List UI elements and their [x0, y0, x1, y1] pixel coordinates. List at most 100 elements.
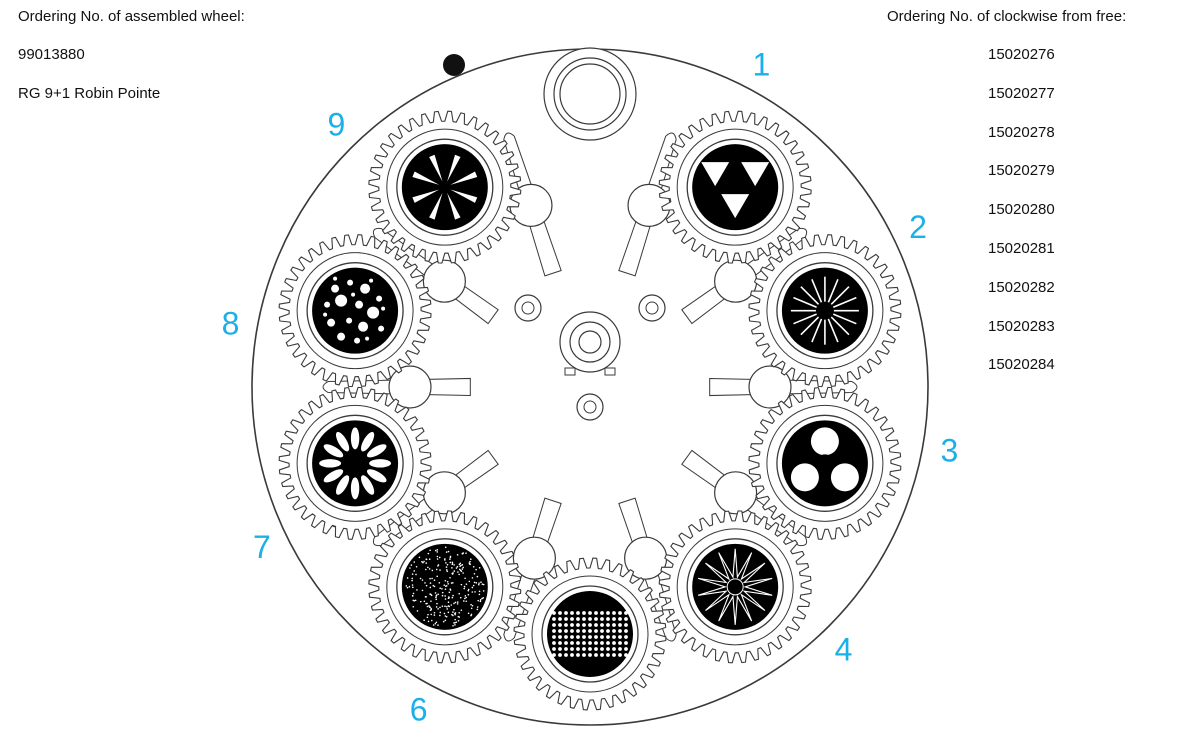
speckle-dot: [456, 601, 459, 603]
petal-shape: [323, 469, 344, 483]
speckle-dot: [470, 558, 472, 561]
gobo-slot-3: [748, 386, 902, 540]
grid-dot: [618, 653, 622, 657]
grid-dot: [576, 623, 580, 627]
grid-dot: [552, 635, 556, 639]
starburst-lines-icon: [790, 276, 859, 345]
grid-dot: [588, 635, 592, 639]
speckle-dot: [429, 582, 432, 584]
speckle-dot: [423, 619, 425, 622]
speckle-dot: [479, 599, 482, 601]
speckle-dot: [458, 616, 461, 618]
speckle-dot: [479, 600, 482, 603]
grid-dot: [582, 629, 586, 633]
petal-shape: [366, 469, 387, 483]
speckle-dot: [406, 577, 409, 579]
speckle-dot: [424, 568, 427, 571]
speckle-dot: [442, 620, 445, 623]
mounting-screw-hole: [645, 301, 659, 315]
star-core: [726, 578, 744, 596]
gobo-slot-1: [658, 110, 812, 264]
bubble-dot: [327, 318, 336, 327]
wedge-shape: [429, 154, 443, 182]
bubble-dot: [367, 306, 380, 319]
wedges-icon: [412, 154, 478, 220]
speckle-dot: [418, 556, 421, 559]
speckle-dot: [411, 577, 414, 580]
wedge-shape: [447, 192, 461, 220]
grid-dot: [570, 629, 574, 633]
bubbles-icon: [323, 276, 386, 344]
speckle-dot: [473, 581, 476, 584]
ray-line: [811, 318, 823, 343]
speckle-dot: [470, 613, 473, 616]
triangle-shape: [701, 162, 730, 187]
speckle-dot: [415, 573, 417, 576]
bubble-dot: [369, 278, 374, 283]
gear-inner-ring: [296, 252, 414, 370]
grid-dot: [552, 653, 556, 657]
grid-dot: [618, 647, 622, 651]
speckle-dot: [436, 555, 439, 558]
gobo-slot-8: [278, 234, 432, 388]
hub-tab-right: [604, 367, 616, 376]
speckle-dot: [411, 579, 413, 582]
speckle-dot: [408, 585, 411, 588]
speckle-dot: [456, 554, 459, 556]
grid-dot: [600, 629, 604, 633]
roller: [512, 536, 556, 580]
speckle-dot: [455, 621, 458, 623]
speckle-dot: [472, 566, 475, 568]
speckle-dot: [424, 582, 426, 584]
speckle-dot: [453, 622, 455, 624]
grid-dot: [600, 635, 604, 639]
speckle-dot: [482, 583, 485, 586]
speckle-dot: [415, 565, 418, 568]
grid-dot: [618, 611, 622, 615]
speckle-dot: [459, 596, 462, 599]
grid-dot: [588, 641, 592, 645]
assembled-wheel-heading: Ordering No. of assembled wheel:: [18, 8, 245, 25]
grid-dot: [558, 647, 562, 651]
slot-label-9: 9: [328, 106, 346, 142]
speckle-dot: [476, 575, 479, 578]
bubble-dot: [337, 332, 346, 341]
speckle-dot: [410, 564, 413, 566]
speckle-dot: [412, 605, 415, 608]
star-outline: [697, 548, 773, 625]
grid-dot: [570, 617, 574, 621]
speckle-dot: [449, 589, 452, 591]
speckle-dot: [435, 596, 437, 599]
speckle-dot: [441, 605, 444, 608]
gobo-slot-9: [368, 110, 522, 264]
speckle-dot: [445, 562, 447, 564]
roller: [422, 259, 466, 303]
grid-dot: [576, 641, 580, 645]
speckle-dot: [450, 582, 453, 584]
circle-shape: [790, 463, 819, 492]
bubble-dot: [381, 306, 386, 311]
speckle-dot: [448, 591, 451, 594]
speckle-dot: [413, 561, 416, 563]
speckle-dot: [449, 556, 452, 559]
grid-dot: [594, 623, 598, 627]
grid-dot: [552, 641, 556, 645]
speckle-dot: [465, 600, 468, 603]
speckle-dot: [457, 619, 460, 622]
petal-shape: [350, 477, 360, 500]
speckle-dot: [427, 620, 430, 623]
speckle-dot: [464, 597, 466, 600]
speckle-dot: [434, 622, 437, 625]
speckle-dot: [453, 608, 455, 611]
speckle-dot: [433, 614, 436, 616]
gobo-disc: [312, 420, 399, 507]
gear-inner-ring: [296, 404, 414, 522]
speckle-dot: [445, 615, 448, 618]
speckle-icon: [405, 546, 485, 627]
grid-dot: [588, 617, 592, 621]
speckle-dot: [463, 587, 466, 590]
gobo-slot-7: [278, 386, 432, 540]
gear-inner-ring: [531, 575, 649, 693]
speckle-dot: [469, 560, 471, 563]
grid-dot: [606, 617, 610, 621]
